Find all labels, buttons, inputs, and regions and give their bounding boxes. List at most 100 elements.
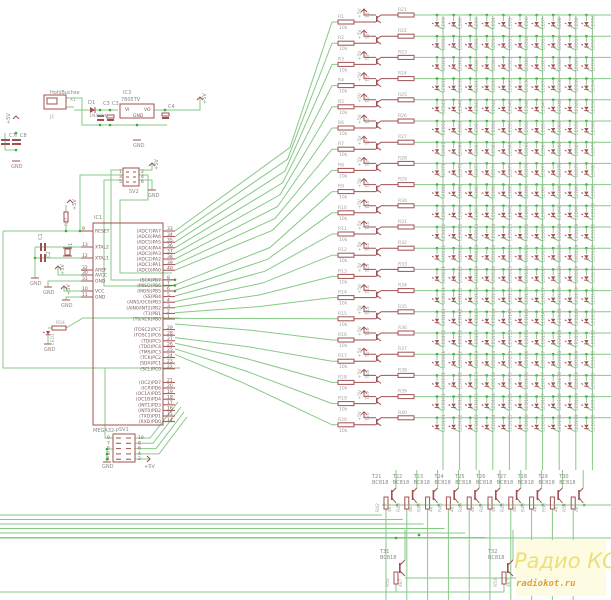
- matrix-led-icon: [451, 382, 456, 386]
- matrix-led-ref: LED47: [541, 99, 547, 114]
- row-base-resistor: [337, 422, 355, 428]
- capacitor-icon: [40, 243, 42, 251]
- col-resistor-value: 4k7: [491, 504, 497, 512]
- led-lead: [569, 173, 577, 178]
- led-ray: [448, 425, 451, 428]
- matrix-led-ref: LED41: [441, 99, 447, 114]
- matrix-led-icon: [517, 128, 523, 132]
- matrix-led-ref: LED144: [491, 308, 497, 326]
- row-base-resistor-ref: R8: [338, 162, 344, 168]
- led-ray: [481, 425, 484, 428]
- matrix-led-ref: LED111: [441, 245, 447, 263]
- led-lead: [469, 407, 477, 412]
- row-collector-resistor: [397, 394, 415, 400]
- transistor-lead: [363, 30, 376, 37]
- led-lead: [453, 173, 460, 178]
- row-signal-wire: [174, 148, 338, 266]
- col-transistor-value: BC818: [414, 480, 430, 486]
- led-lead: [536, 110, 543, 115]
- matrix-led-ref: LED16: [524, 36, 530, 51]
- row-base-resistor-ref: R12: [338, 247, 347, 253]
- row-signal-wire: [174, 297, 338, 314]
- row-transistor-ref: T11: [365, 221, 371, 231]
- row-base-resistor: [337, 358, 355, 364]
- matrix-led-ref: LED176: [524, 372, 530, 390]
- led-lead: [552, 343, 560, 348]
- row-base-resistor-ref: R17: [338, 353, 347, 359]
- matrix-led-icon: [517, 424, 523, 429]
- row-transistor-ref: T16: [365, 327, 371, 337]
- matrix-led-ref: LED42: [458, 99, 464, 114]
- matrix-led-ref: LED118: [557, 245, 563, 263]
- row-supply-label: +5V: [357, 241, 363, 252]
- gnd-label: GND: [61, 303, 73, 309]
- matrix-led-icon: [434, 149, 440, 153]
- gnd-label: GND: [133, 143, 145, 149]
- led-lead: [469, 152, 477, 157]
- led-lead: [586, 25, 593, 30]
- led-ray: [531, 361, 534, 364]
- connector-sv2-label: SV2: [129, 189, 139, 195]
- row-transistor-icon: [376, 312, 378, 319]
- wire: [154, 97, 201, 111]
- junction-dot: [108, 123, 112, 127]
- matrix-led-ref: LED149: [574, 308, 580, 326]
- led-ray: [431, 276, 434, 279]
- matrix-led-icon: [501, 318, 506, 323]
- row-signal-wire: [174, 337, 338, 362]
- matrix-led-ref: LED93: [474, 205, 480, 220]
- led-ray: [564, 170, 567, 173]
- led-ray: [481, 86, 484, 89]
- led-lead: [469, 301, 477, 306]
- connector-pin-num: 4: [138, 451, 141, 457]
- row-base-resistor: [337, 167, 355, 173]
- capacitor-icon: [97, 119, 104, 121]
- led-ray: [498, 149, 501, 152]
- row-base-resistor-ref: R18: [338, 374, 347, 380]
- matrix-led-icon: [484, 382, 489, 386]
- mcu-pin-num: 3: [167, 303, 170, 309]
- led-ray: [581, 319, 584, 322]
- supply-arrow-icon: [196, 96, 204, 101]
- mcu-pin-num: 13: [82, 242, 88, 248]
- matrix-led-icon: [567, 382, 572, 386]
- mcu-pin-name: RESET: [95, 229, 110, 235]
- col-transistor-ref: T30: [558, 474, 568, 480]
- matrix-led-ref: LED102: [458, 223, 464, 241]
- mcu-pin-num: 35: [167, 237, 173, 243]
- gnd-label: GND: [148, 193, 160, 199]
- supply-arrow-icon: [148, 162, 156, 167]
- matrix-led-icon: [567, 297, 572, 302]
- led-ray: [547, 107, 551, 110]
- led-ray: [481, 213, 484, 216]
- junction-dot: [394, 536, 398, 540]
- matrix-led-ref: LED19: [574, 36, 580, 51]
- led-ray: [564, 255, 567, 258]
- matrix-led-ref: LED70: [590, 142, 596, 157]
- connector-sv1-label: SV1: [119, 427, 129, 433]
- led-ray: [448, 255, 451, 258]
- mcu-pin-name: (INT1)PD3: [138, 402, 161, 408]
- transistor-emitter: [377, 168, 382, 172]
- row-base-resistor: [337, 401, 355, 407]
- matrix-led-ref: LED49: [574, 99, 580, 114]
- row-signal-wire: [174, 63, 338, 243]
- led-lead: [569, 110, 577, 115]
- transistor-emitter: [391, 497, 397, 504]
- supply-label: +5V: [66, 284, 72, 295]
- led-lead: [586, 279, 593, 284]
- row-transistor-ref: T8: [365, 161, 371, 168]
- matrix-led-ref: LED131: [441, 287, 447, 305]
- connector-pin-num: 1: [107, 456, 110, 462]
- led-ray: [431, 234, 434, 237]
- led-lead: [536, 385, 543, 390]
- extra-transistor-icon: [399, 563, 401, 573]
- supply-label: +5V: [202, 93, 208, 104]
- led-lead: [453, 216, 460, 221]
- transistor-lead: [363, 178, 376, 186]
- matrix-led-ref: LED189: [574, 393, 580, 411]
- led-ray: [581, 234, 584, 237]
- led-ray: [464, 107, 468, 110]
- row-signal-wire: [174, 21, 338, 232]
- matrix-led-ref: LED138: [557, 287, 563, 305]
